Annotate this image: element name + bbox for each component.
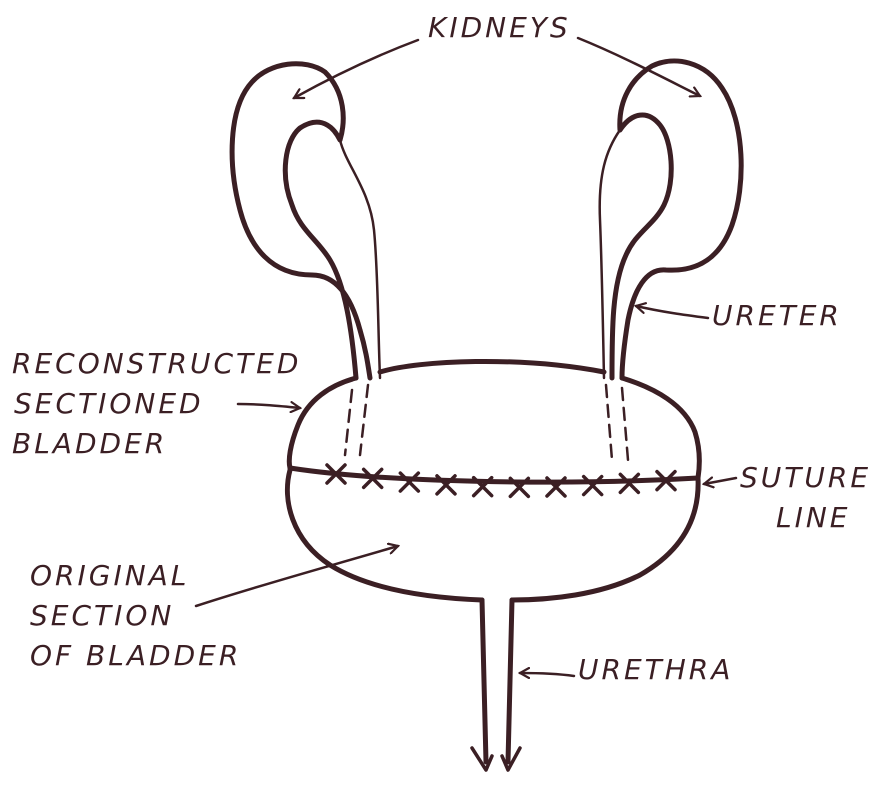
urethra-arrowheads <box>472 748 520 770</box>
urethra-arrow <box>520 673 574 676</box>
reconstructed-bladder-right <box>622 378 699 478</box>
suture-stitch <box>400 473 418 491</box>
suture-arrow <box>704 478 736 484</box>
original-bladder-right <box>512 478 698 600</box>
urethra-label: URETHRA <box>578 650 733 690</box>
reconstructed-bladder-top <box>380 361 604 372</box>
suture-label: SUTURE LINE <box>740 458 871 538</box>
left-kidney-inner <box>340 140 380 378</box>
original-label: ORIGINAL SECTION OF BLADDER <box>30 556 241 676</box>
reconstructed-label: RECONSTRUCTED SECTIONED BLADDER <box>12 344 301 464</box>
left-kidney <box>232 64 370 378</box>
urethra <box>482 600 512 762</box>
ureter-dashes-right <box>606 385 628 460</box>
kidneys-arrow-left <box>294 40 418 98</box>
kidneys-arrow-right <box>578 38 700 96</box>
right-kidney-inner <box>600 130 620 378</box>
ureter-arrow <box>636 306 708 318</box>
ureter-dashes-left <box>345 385 368 455</box>
kidneys-label: KIDNEYS <box>428 8 571 48</box>
suture-stitch <box>584 477 602 495</box>
ureter-label: URETER <box>712 296 842 336</box>
